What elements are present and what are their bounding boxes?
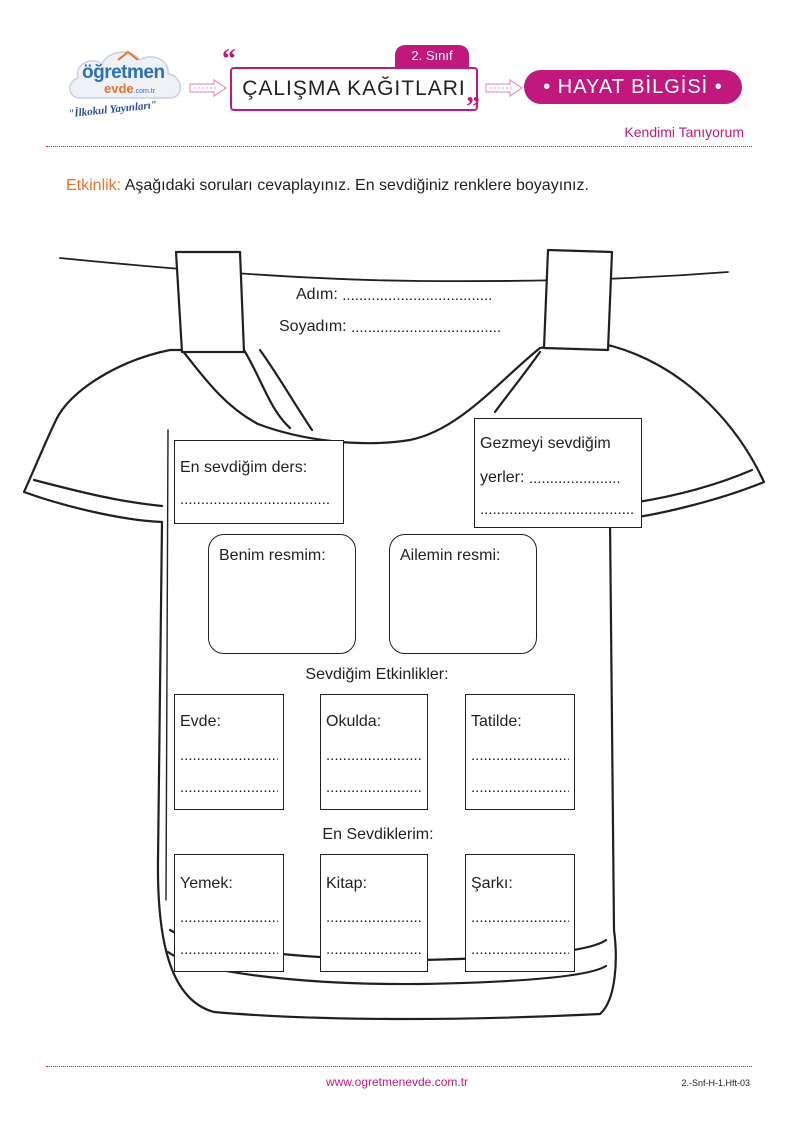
favorite-lesson-box: En sevdiğim ders: ......................… <box>174 440 344 524</box>
activity-blank-holiday-2[interactable]: ........................................… <box>471 779 569 796</box>
favorite-blank-food-2[interactable]: ........................................… <box>180 941 278 958</box>
favorite-label-book: Kitap: <box>326 875 367 892</box>
publisher-logo: öğretmen evde.com.tr "İlkokul Yayınları" <box>66 48 186 120</box>
arrow-right-icon-2 <box>485 78 524 98</box>
activity-blank-school-1[interactable]: ........................................… <box>326 747 422 764</box>
family-picture-label: Ailemin resmi: <box>400 547 501 564</box>
footer-code: 2.-Snf-H-1.Hft-03 <box>681 1078 750 1088</box>
activity-blank-home-1[interactable]: ........................................… <box>180 747 278 764</box>
name-blank[interactable]: ........................................… <box>342 287 493 304</box>
name-label: Adım: <box>296 286 338 303</box>
topic-title: Kendimi Tanıyorum <box>624 124 744 140</box>
grade-badge: 2. Sınıf <box>395 45 469 67</box>
activity-blank-home-2[interactable]: ........................................… <box>180 779 278 796</box>
favorite-blank-book-2[interactable]: ........................................… <box>326 941 422 958</box>
favorite-box-book: Kitap: .................................… <box>320 854 428 972</box>
instruction: Etkinlik: Aşağıdaki soruları cevaplayını… <box>66 177 589 195</box>
activity-label-holiday: Tatilde: <box>471 713 522 730</box>
arrow-right-icon <box>189 78 228 98</box>
my-picture-label: Benim resmim: <box>219 547 326 564</box>
favorite-box-song: Şarkı: .................................… <box>465 854 575 972</box>
activity-blank-school-2[interactable]: ........................................… <box>326 779 422 796</box>
my-picture-box[interactable]: Benim resmim: <box>208 534 356 654</box>
activity-box-school: Okulda: ................................… <box>320 694 428 810</box>
activity-label-home: Evde: <box>180 713 221 730</box>
surname-blank[interactable]: ........................................… <box>351 319 502 336</box>
surname-label: Soyadım: <box>279 318 347 335</box>
family-picture-box[interactable]: Ailemin resmi: <box>389 534 537 654</box>
close-quote-icon: ” <box>466 92 480 123</box>
instruction-label: Etkinlik: <box>66 177 122 194</box>
surname-field: Soyadım: ...............................… <box>279 318 501 336</box>
favorite-blank-food-1[interactable]: ........................................… <box>180 909 278 926</box>
subject-badge: • HAYAT BİLGİSİ • <box>524 70 742 104</box>
header-divider <box>46 146 752 147</box>
logo-wordmark-2: evde.com.tr <box>104 81 156 96</box>
activity-box-holiday: Tatilde: ...............................… <box>465 694 575 810</box>
name-field: Adım: ..................................… <box>296 286 492 304</box>
logo-wordmark: öğretmen <box>82 62 165 83</box>
favorite-label-food: Yemek: <box>180 875 233 892</box>
favorite-places-blank[interactable]: ........................................… <box>528 470 621 487</box>
favorite-lesson-label: En sevdiğim ders: <box>180 459 308 476</box>
instruction-text: Aşağıdaki soruları cevaplayınız. En sevd… <box>124 177 589 194</box>
favorite-label-song: Şarkı: <box>471 875 513 892</box>
cloud-icon <box>69 50 181 99</box>
footer-url[interactable]: www.ogretmenevde.com.tr <box>325 1075 469 1089</box>
favorite-places-box: Gezmeyi sevdiğim yerler: ...............… <box>474 418 642 528</box>
favorite-blank-song-2[interactable]: ........................................… <box>471 941 569 958</box>
activity-blank-holiday-1[interactable]: ........................................… <box>471 747 569 764</box>
activities-heading: Sevdiğim Etkinlikler: <box>305 666 449 683</box>
favorite-places-blank-2[interactable]: ........................................… <box>480 501 634 518</box>
favorite-lesson-blank[interactable]: ........................................… <box>180 491 330 508</box>
favorite-blank-song-1[interactable]: ........................................… <box>471 909 569 926</box>
favorite-blank-book-1[interactable]: ........................................… <box>326 909 422 926</box>
favorite-places-label: Gezmeyi sevdiğim <box>480 435 611 452</box>
favorites-heading: En Sevdiklerim: <box>322 826 434 843</box>
activity-box-home: Evde: ..................................… <box>174 694 284 810</box>
activity-label-school: Okulda: <box>326 713 382 730</box>
footer-divider <box>46 1066 752 1067</box>
sheet-title: ÇALIŞMA KAĞITLARI <box>230 67 478 111</box>
favorite-box-food: Yemek: .................................… <box>174 854 284 972</box>
favorite-places-label-2: yerler: ................................… <box>480 469 621 487</box>
